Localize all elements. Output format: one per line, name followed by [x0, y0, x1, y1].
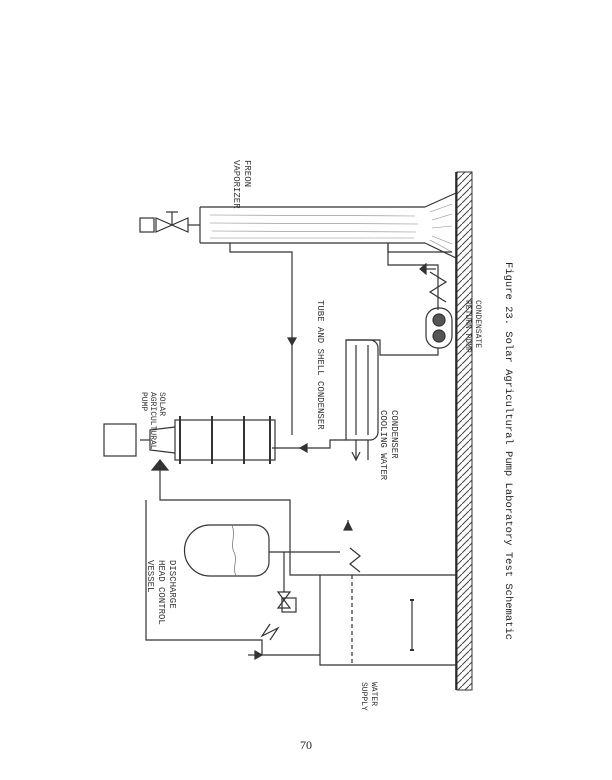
solar-agricultural-pump	[103, 416, 276, 464]
condensate-return-pump-icon	[425, 307, 453, 349]
svg-text:CONDENSER: CONDENSER	[389, 410, 399, 459]
label-solar-pump: SOLAR AGRICULTURAL PUMP	[139, 392, 166, 450]
label-water-supply: WATER SUPPLY	[359, 682, 378, 711]
label-freon-vaporizer: FREON VAPORIZER	[231, 160, 252, 209]
label-condenser-water: CONDENSER COOLING WATER	[378, 410, 399, 481]
svg-text:RETURN PUMP: RETURN PUMP	[463, 300, 472, 353]
discharge-head-control-vessel	[183, 524, 290, 577]
relief-valve-icon	[139, 211, 200, 233]
svg-text:PUMP: PUMP	[139, 392, 148, 411]
svg-text:COOLING WATER: COOLING WATER	[378, 410, 388, 481]
svg-text:SUPPLY: SUPPLY	[359, 682, 368, 711]
page-number: 70	[300, 738, 312, 752]
label-condensate-pump: CONDENSATE RETURN PUMP	[463, 300, 482, 353]
water-supply-tank	[319, 574, 456, 666]
figure-caption: Figure 23. Solar Agricultural Pump Labor…	[502, 262, 514, 640]
svg-text:HEAD CONTROL: HEAD CONTROL	[156, 560, 166, 625]
svg-text:AGRICULTURAL: AGRICULTURAL	[148, 392, 157, 450]
label-discharge-vessel: DISCHARGE HEAD CONTROL VESSEL	[145, 560, 177, 625]
svg-text:VAPORIZER: VAPORIZER	[231, 160, 241, 209]
svg-text:VESSEL: VESSEL	[145, 560, 155, 592]
svg-text:DISCHARGE: DISCHARGE	[167, 560, 177, 609]
svg-text:SOLAR: SOLAR	[157, 392, 166, 416]
svg-text:TUBE AND SHELL CONDENSER: TUBE AND SHELL CONDENSER	[315, 300, 325, 430]
freon-vaporizer-vessel	[199, 192, 457, 259]
svg-text:Figure 23. Solar Agricultural: Figure 23. Solar Agricultural Pump Labor…	[502, 262, 514, 640]
tube-shell-condenser	[345, 339, 379, 441]
label-tube-shell-condenser: TUBE AND SHELL CONDENSER	[315, 300, 325, 430]
svg-text:CONDENSATE: CONDENSATE	[473, 300, 482, 348]
floor-hatch	[455, 171, 473, 691]
svg-text:FREON: FREON	[242, 160, 252, 187]
svg-text:WATER: WATER	[369, 682, 378, 706]
